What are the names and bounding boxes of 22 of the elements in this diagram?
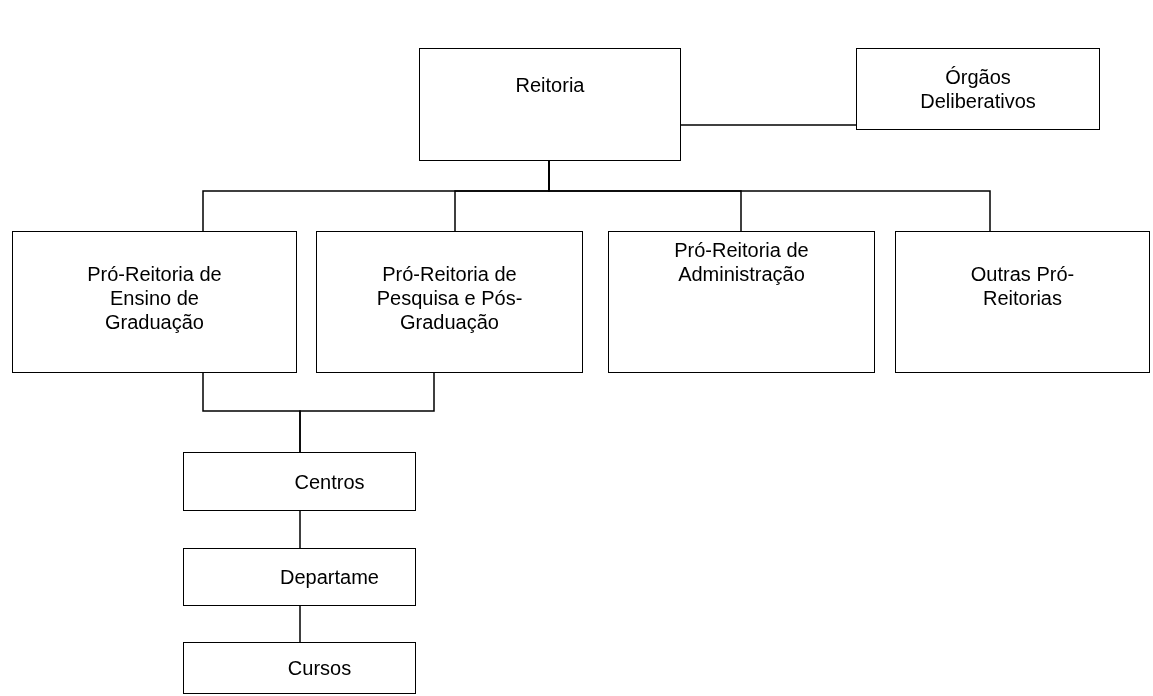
- box-label: Pró-Reitoria de Administração: [673, 238, 810, 286]
- box-label: Reitoria: [515, 73, 585, 97]
- org-box: [316, 231, 583, 373]
- connector-line: [299, 372, 435, 453]
- org-box: [183, 452, 416, 511]
- org-box: [419, 48, 681, 161]
- box-label: Órgãos Deliberativos: [919, 65, 1037, 113]
- connector-line: [299, 510, 301, 549]
- org-box: [12, 231, 297, 373]
- connector-line: [299, 605, 301, 643]
- box-label: Outras Pró-Reitorias: [969, 262, 1076, 310]
- connector-line: [680, 124, 857, 126]
- box-label: Pró-Reitoria de Pesquisa e Pós-Graduação: [375, 262, 524, 334]
- box-label: Cursos: [287, 656, 352, 680]
- org-box: [608, 231, 875, 373]
- org-box: [183, 642, 416, 694]
- box-label: Pró-Reitoria de Ensino de Graduação: [86, 262, 223, 334]
- org-box: [895, 231, 1150, 373]
- box-label: Centros: [294, 469, 365, 494]
- org-box: [183, 548, 416, 606]
- box-label: Departame: [280, 565, 379, 589]
- org-box: [856, 48, 1100, 130]
